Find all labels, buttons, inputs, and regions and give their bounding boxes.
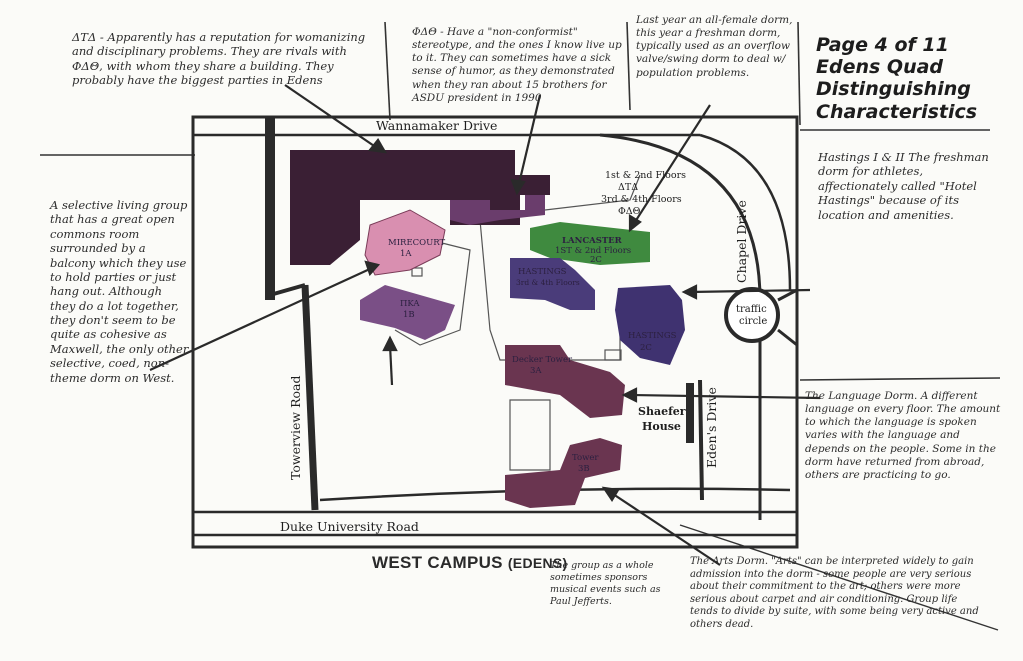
- walkway: [544, 174, 641, 211]
- label-pka: ΠKA: [400, 299, 420, 309]
- courtyard: [509, 399, 551, 471]
- note-dtd: ΔTΔ - Apparently has a reputation for wo…: [72, 30, 366, 88]
- small-structure: [411, 267, 423, 277]
- edens-drive-road: [698, 379, 704, 501]
- towerview-road-lower: [301, 284, 319, 511]
- arrow-mirecourt: [149, 267, 373, 371]
- label-mirecourt-code: 1A: [400, 249, 412, 259]
- traffic-circle: [724, 287, 780, 343]
- page-title-line: Characteristics: [816, 100, 978, 123]
- divider-line: [799, 377, 1001, 381]
- map-frame: [191, 115, 799, 549]
- label-hastings-2-code: 2C: [640, 343, 652, 353]
- label-dtd-letters: ΔTΔ: [618, 182, 638, 193]
- label-lancaster-code: 2C: [590, 255, 602, 265]
- chapel-drive-road: [599, 133, 762, 520]
- page-number: Page 4 of 11: [816, 34, 949, 56]
- label-pdt-letters: ΦΔΘ: [618, 206, 641, 217]
- page-title: Page 4 of 11 Edens Quad Distinguishing C…: [816, 34, 1006, 123]
- annotation-arrows: [149, 84, 821, 566]
- walkway: [394, 239, 471, 346]
- campus-title-main: WEST CAMPUS: [372, 553, 503, 572]
- label-chapel-drive: Chapel Drive: [734, 200, 749, 283]
- label-duke-road: Duke University Road: [280, 519, 419, 534]
- building-pka: [360, 285, 455, 340]
- circle-spoke: [777, 328, 798, 347]
- label-tower: Tower: [572, 453, 599, 463]
- note-mirecourt: A selective living group that has a grea…: [50, 198, 189, 385]
- label-edens-drive: Eden's Drive: [704, 387, 719, 468]
- building-lancaster: [530, 222, 650, 265]
- note-pdt: ΦΔΘ - Have a "non-conformist" stereotype…: [412, 26, 622, 104]
- building-decker-tower: [505, 345, 625, 418]
- edens-drive-block: [686, 383, 694, 443]
- label-pdt-floors: 3rd & 4th Floors: [601, 194, 682, 205]
- note-hastings: Hastings I & II The freshman dorm for at…: [818, 150, 989, 222]
- label-hastings-2: HASTINGS: [628, 331, 677, 341]
- arrowhead: [382, 335, 398, 352]
- label-lancaster-sub: 1ST & 2nd Floors: [555, 246, 631, 256]
- page-title-line: Edens Quad: [816, 56, 944, 79]
- arrowhead: [628, 214, 642, 233]
- arrow-dtd: [284, 84, 381, 151]
- arrow-hastings: [689, 288, 811, 294]
- note-arts: The Arts Dorm. "Arts" can be interpreted…: [690, 556, 979, 630]
- label-wannamaker: Wannamaker Drive: [376, 118, 497, 133]
- label-shaefer: Shaefer: [638, 405, 686, 418]
- divider-line: [384, 21, 391, 121]
- divider-line: [679, 524, 999, 631]
- note-language: The Language Dorm. A different language …: [805, 390, 1001, 481]
- chapel-drive-curve: [699, 133, 792, 291]
- campus-title: WEST CAMPUS (EDENS): [372, 553, 568, 573]
- label-lancaster: LANCASTER: [562, 236, 623, 246]
- arrow-language: [629, 393, 821, 400]
- building-hastings-2: [615, 285, 685, 365]
- arrowhead: [601, 486, 620, 503]
- label-tower-code: 3B: [578, 464, 590, 474]
- label-hastings-1: HASTINGS: [518, 267, 567, 277]
- arrowhead: [681, 284, 698, 300]
- arrowhead: [367, 138, 388, 154]
- building-mirecourt: [364, 209, 446, 276]
- note-lancaster: Last year an all-female dorm, this year …: [636, 14, 793, 79]
- label-shaefer-house: House: [642, 420, 681, 433]
- label-circle: circle: [739, 316, 767, 327]
- label-dtd-floors: 1st & 2nd Floors: [605, 170, 686, 181]
- arrow-arts: [609, 491, 721, 566]
- arrow-lancaster: [632, 104, 711, 226]
- arrow-pka: [388, 344, 394, 386]
- dark-building-main: [290, 150, 550, 265]
- label-pka-code: 1B: [403, 310, 415, 320]
- page-title-line: Distinguishing: [816, 78, 971, 101]
- label-mirecourt: MIRECOURT: [388, 238, 446, 248]
- label-towerview: Towerview Road: [288, 376, 303, 481]
- label-traffic: traffic: [736, 304, 767, 315]
- divider-line: [626, 21, 631, 111]
- arrowhead: [621, 387, 638, 403]
- circle-spoke: [777, 288, 798, 302]
- building-hastings-1: [510, 258, 595, 310]
- label-decker: Decker Tower: [512, 355, 573, 365]
- arrow-pdt: [516, 94, 542, 189]
- arrowhead: [510, 178, 526, 196]
- note-group: The group as a whole sometimes sponsors …: [550, 560, 661, 607]
- small-structure: [604, 349, 622, 361]
- label-decker-code: 3A: [530, 366, 542, 376]
- towerview-road-joint: [269, 283, 306, 297]
- campus-title-sub: (EDENS): [507, 555, 568, 571]
- label-hastings-1-sub: 3rd & 4th Floors: [516, 278, 580, 287]
- building-tower-3b: [505, 438, 622, 508]
- building-dtd-pdt: [450, 195, 545, 225]
- divider-line: [797, 21, 801, 126]
- arrowhead: [364, 260, 381, 277]
